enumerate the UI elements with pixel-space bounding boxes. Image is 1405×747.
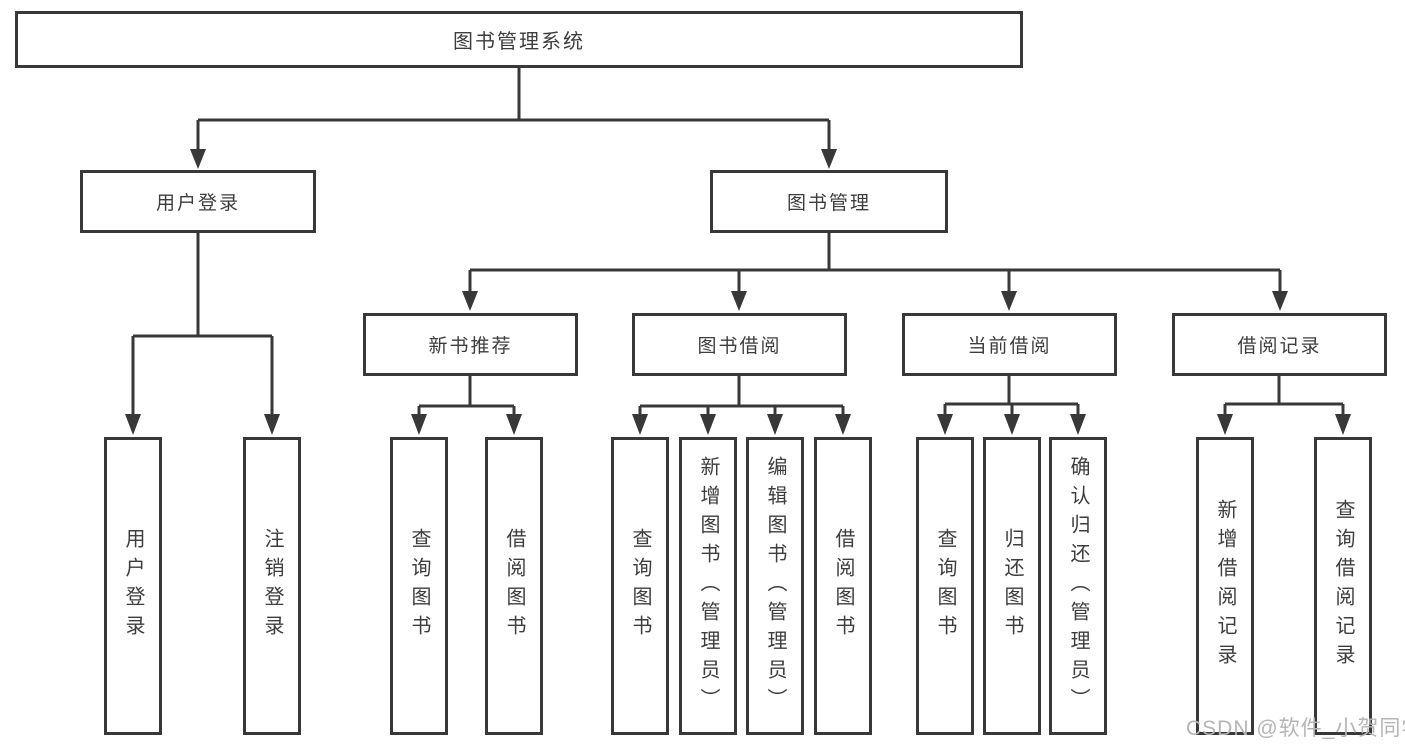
leaf-query-books-current-label: 查询图书 [934,528,956,644]
leaf-edit-books-admin-label: 编辑图书（管理员） [764,455,786,717]
leaf-query-books-recommend-label: 查询图书 [408,528,430,644]
node-root: 图书管理系统 [15,11,1023,68]
node-book-management: 图书管理 [710,170,948,233]
leaf-confirm-return-admin-label: 确认归还（管理员） [1067,455,1089,717]
leaf-add-books-admin: 新增图书（管理员） [679,437,737,735]
connector-book-borrowing-split [632,376,851,435]
leaf-query-books-borrowing-label: 查询图书 [629,528,651,644]
node-current-borrowing: 当前借阅 [902,313,1117,376]
leaf-logout: 注销登录 [243,437,301,735]
leaf-query-books-recommend: 查询图书 [390,437,448,735]
leaf-return-books-label: 归还图书 [1001,528,1023,644]
watermark-text: CSDN @软件_小贺同学 [1186,717,1405,740]
node-borrowing-records: 借阅记录 [1172,313,1387,376]
leaf-logout-label: 注销登录 [261,528,283,644]
leaf-query-books-borrowing: 查询图书 [611,437,669,735]
leaf-user-login: 用户登录 [104,437,162,735]
leaf-borrow-books-recommend-label: 借阅图书 [503,528,525,644]
leaf-query-borrow-record-label: 查询借阅记录 [1332,499,1354,673]
leaf-user-login-label: 用户登录 [122,528,144,644]
node-book-borrowing: 图书借阅 [632,313,847,376]
leaf-borrow-books-borrowing: 借阅图书 [814,437,872,735]
leaf-query-borrow-record: 查询借阅记录 [1314,437,1372,735]
connector-user-login-split [125,233,280,435]
leaf-add-borrow-record: 新增借阅记录 [1196,437,1254,735]
leaf-edit-books-admin: 编辑图书（管理员） [746,437,804,735]
leaf-borrow-books-recommend: 借阅图书 [485,437,543,735]
node-user-login: 用户登录 [80,170,316,233]
node-new-book-recommend: 新书推荐 [363,313,578,376]
connector-borrowing-records-split [1217,376,1351,435]
connector-current-borrowing-split [937,376,1086,435]
connector-root-split [190,68,837,169]
leaf-confirm-return-admin: 确认归还（管理员） [1049,437,1107,735]
connector-book-management-split [462,233,1288,311]
leaf-borrow-books-borrowing-label: 借阅图书 [832,528,854,644]
leaf-add-borrow-record-label: 新增借阅记录 [1214,499,1236,673]
leaf-add-books-admin-label: 新增图书（管理员） [697,455,719,717]
leaf-return-books: 归还图书 [983,437,1041,735]
leaf-query-books-current: 查询图书 [916,437,974,735]
connector-new-book-recommend-split [411,376,522,435]
